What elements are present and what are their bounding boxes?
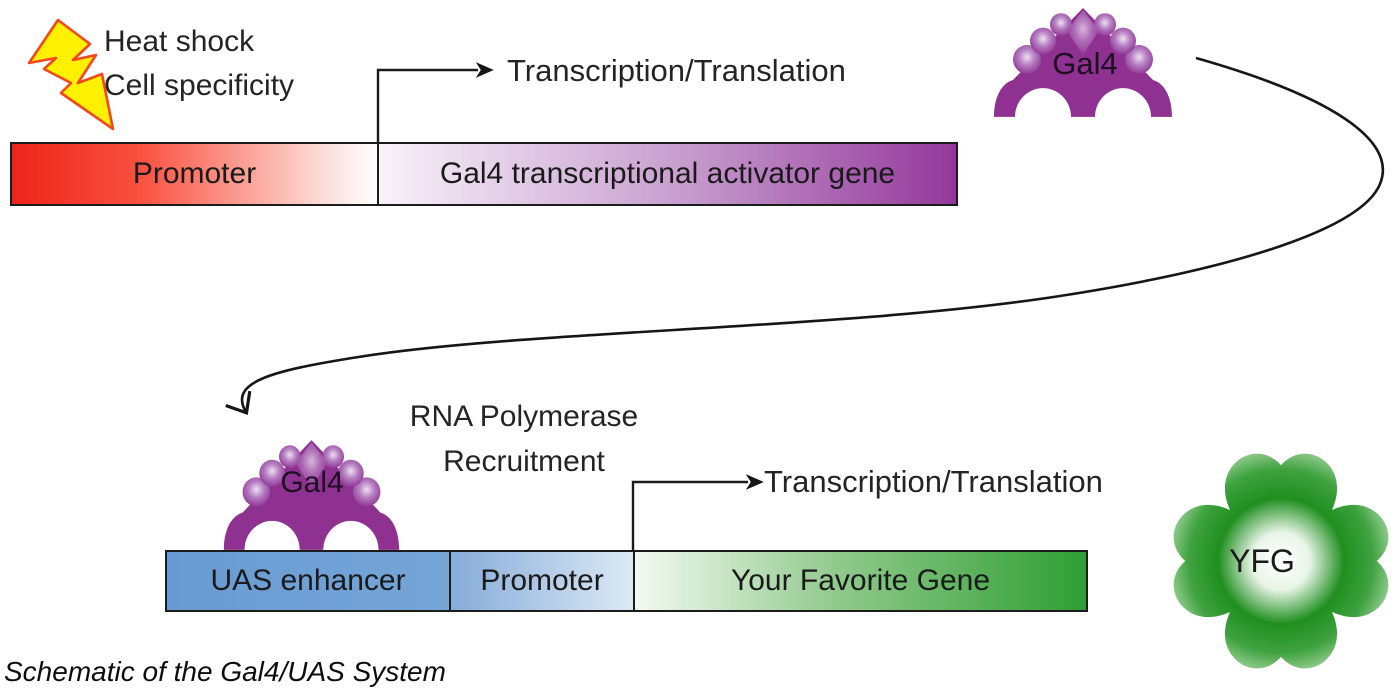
stimulus-line-heat-shock: Heat shock [104, 25, 255, 58]
gal4-gene-label: Gal4 transcriptional activator gene [439, 157, 896, 190]
responder-expression-cassette: UAS enhancer Promoter Your Favorite Gene [165, 550, 1088, 612]
driver-expression-cassette: Promoter Gal4 transcriptional activator … [10, 142, 958, 206]
recruitment-line-1: RNA Polymerase [409, 400, 639, 433]
responder-transcription-arrow [631, 474, 764, 550]
figure-caption: Schematic of the Gal4/UAS System [4, 656, 446, 687]
gal4-gene-segment: Gal4 transcriptional activator gene [377, 144, 956, 204]
uas-enhancer-segment: UAS enhancer [167, 552, 449, 610]
driver-transcription-label: Transcription/Translation [507, 53, 846, 88]
yfg-product-label: YFG [1229, 543, 1295, 579]
yfg-gene-segment: Your Favorite Gene [633, 552, 1086, 610]
responder-promoter-segment: Promoter [449, 552, 633, 610]
responder-transcription-label: Transcription/Translation [764, 464, 1103, 499]
gal4-binding-curved-arrow [225, 56, 1385, 416]
stimulus-text: Heat shock Cell specificity [104, 20, 294, 108]
gal4-protein-label-top: Gal4 [1052, 46, 1118, 81]
driver-promoter-label: Promoter [132, 157, 257, 190]
responder-promoter-label: Promoter [480, 564, 604, 597]
uas-enhancer-label: UAS enhancer [210, 564, 406, 597]
stimulus-line-cell-specificity: Cell specificity [104, 69, 295, 102]
driver-transcription-arrow [376, 62, 494, 142]
rna-polymerase-recruitment-text: RNA Polymerase Recruitment [368, 394, 680, 484]
driver-promoter-segment: Promoter [12, 144, 377, 204]
yfg-gene-label: Your Favorite Gene [730, 564, 991, 597]
recruitment-line-2: Recruitment [443, 445, 605, 478]
gal4-protein-label-bottom: Gal4 [280, 466, 344, 499]
lightning-bolt-icon [27, 18, 115, 131]
